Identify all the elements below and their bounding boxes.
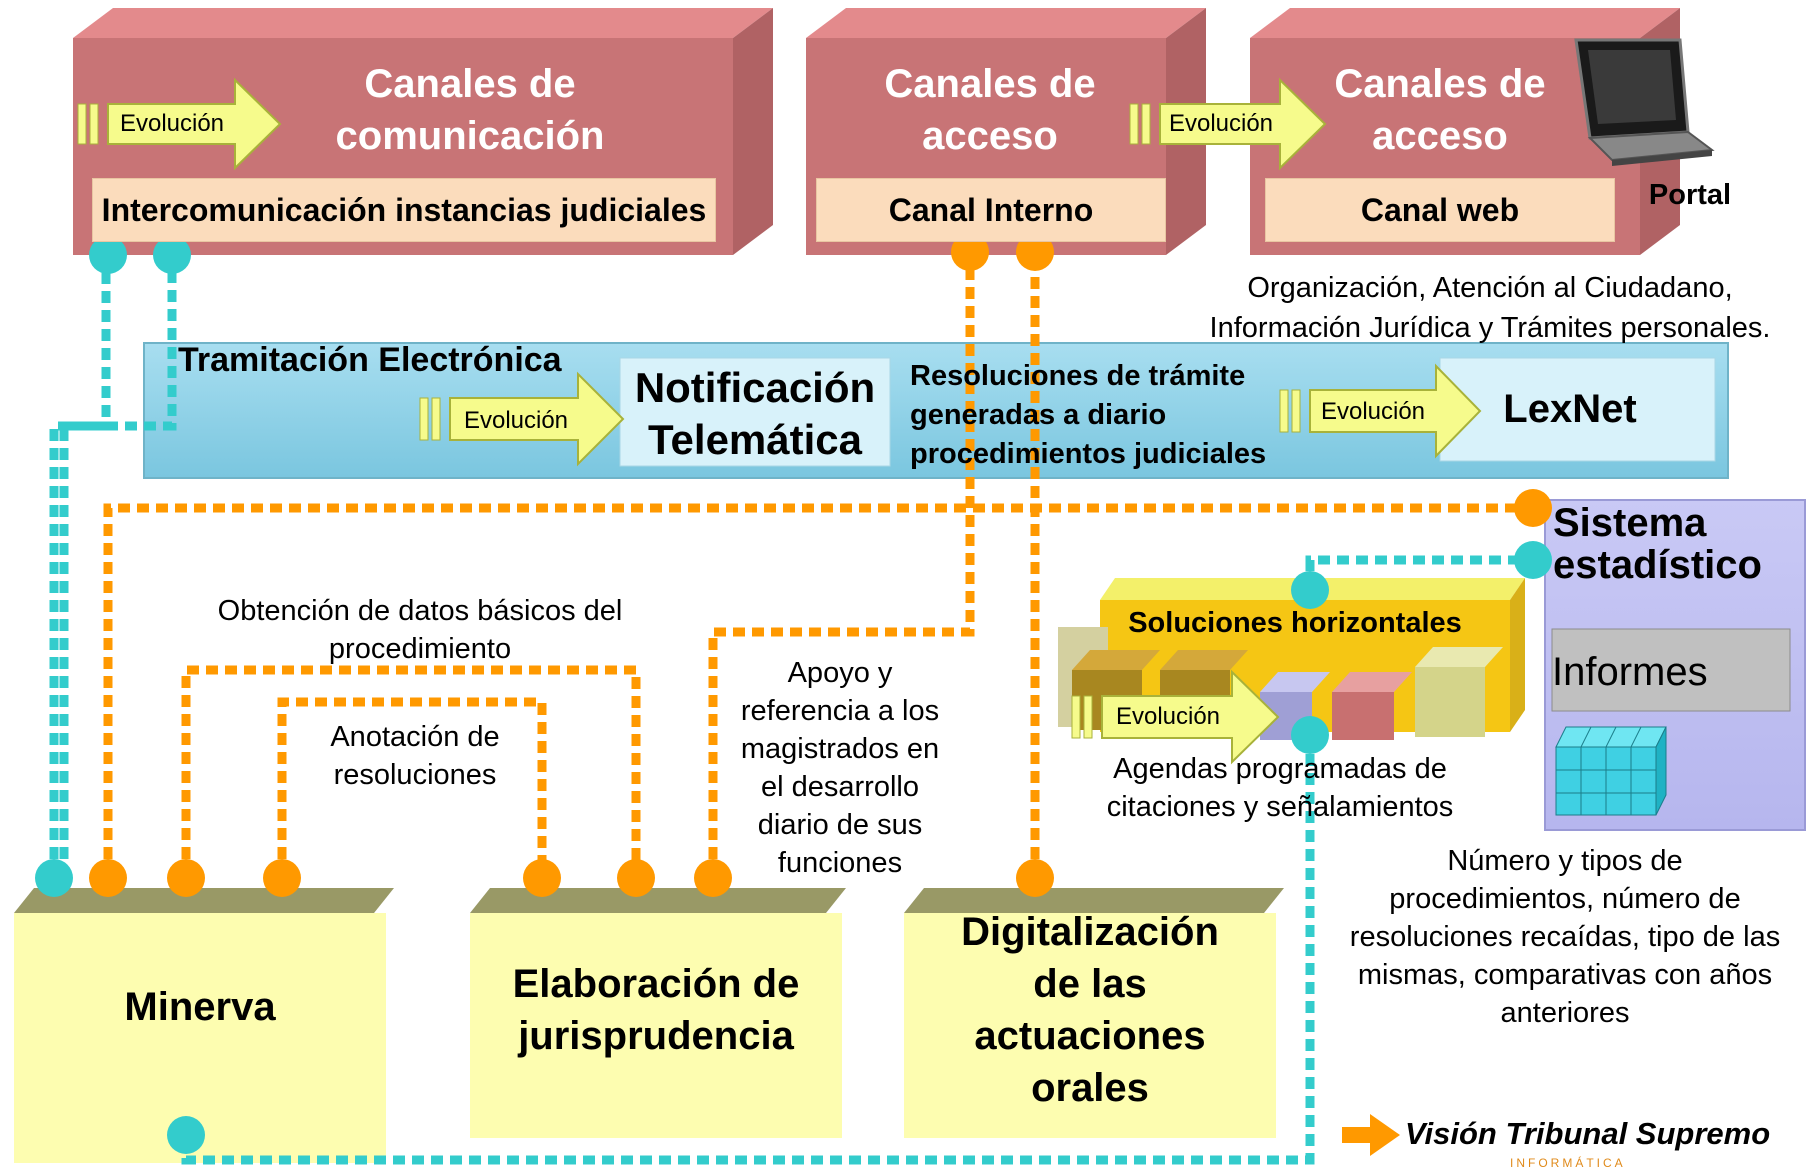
portal-note: Organización, Atención al Ciudadano, Inf…: [1209, 272, 1771, 344]
evolucion-arrow-4-label: Evolución: [1320, 398, 1426, 425]
lexnet-label: LexNet: [1503, 387, 1637, 431]
soluciones-horizontales-title: Soluciones horizontales: [1128, 607, 1462, 639]
informes-label: Informes: [1552, 650, 1708, 694]
minerva-box: [14, 888, 394, 1163]
agendas-note: Agendas programadas de citaciones y seña…: [1106, 753, 1454, 823]
evolucion-arrow-4: [1279, 363, 1482, 459]
anotacion-note: Anotación de resoluciones: [330, 721, 500, 791]
evolucion-arrow-5: [1071, 669, 1280, 765]
obtencion-note: Obtención de datos básicos del procedimi…: [217, 595, 623, 665]
resoluciones-tramite-label: Resoluciones de trámite generadas a diar…: [910, 360, 1267, 470]
evolucion-arrow-5-label: Evolución: [1115, 703, 1221, 730]
evolucion-arrow-2-label: Evolución: [1168, 110, 1274, 137]
laptop-icon: [1574, 38, 1715, 166]
channel-comunicacion-title: Canales de comunicación: [335, 62, 605, 158]
evolucion-arrow-3: [419, 371, 625, 467]
canal-web-label: Canal web: [1265, 178, 1615, 242]
portal-label: Portal: [1648, 179, 1732, 211]
orange-connectors: [103, 255, 1533, 878]
evolucion-arrow-3-label: Evolución: [463, 407, 569, 434]
evolucion-arrow-2: [1129, 77, 1327, 171]
vision-tribunal-supremo: Visión Tribunal Supremo: [1405, 1116, 1771, 1151]
tramitacion-title: Tramitación Electrónica: [178, 341, 562, 379]
channel-acceso-web-title: Canales de acceso: [1334, 62, 1546, 158]
apoyo-note: Apoyo y referencia a los magistrados en …: [740, 657, 940, 879]
sistema-estadistico-title: Sistema estadístico: [1553, 501, 1762, 587]
vision-arrow-icon: [1342, 1114, 1400, 1156]
evolucion-arrow-1-label: Evolución: [119, 110, 225, 137]
connector-dots: [35, 233, 1552, 1154]
numero-tipos-note: Número y tipos de procedimientos, número…: [1349, 845, 1781, 1029]
digitalizacion-box: [904, 888, 1284, 1138]
data-cube-icon: [1555, 726, 1667, 816]
notificacion-telematica-label: Notificación Telemática: [634, 364, 876, 463]
channel-acceso-interno-title: Canales de acceso: [884, 62, 1096, 158]
jurisprudencia-box: [470, 888, 846, 1138]
digitalizacion-label: Digitalización de las actuaciones orales: [961, 910, 1219, 1110]
minerva-label: Minerva: [124, 985, 276, 1029]
canal-interno-label: Canal Interno: [816, 178, 1166, 242]
informatica-brand: INFORMÁTICA: [1510, 1156, 1626, 1170]
intercomunicacion-label: Intercomunicación instancias judiciales: [92, 178, 716, 242]
evolucion-arrow-1: [77, 77, 282, 171]
jurisprudencia-label: Elaboración de jurisprudencia: [512, 962, 800, 1058]
